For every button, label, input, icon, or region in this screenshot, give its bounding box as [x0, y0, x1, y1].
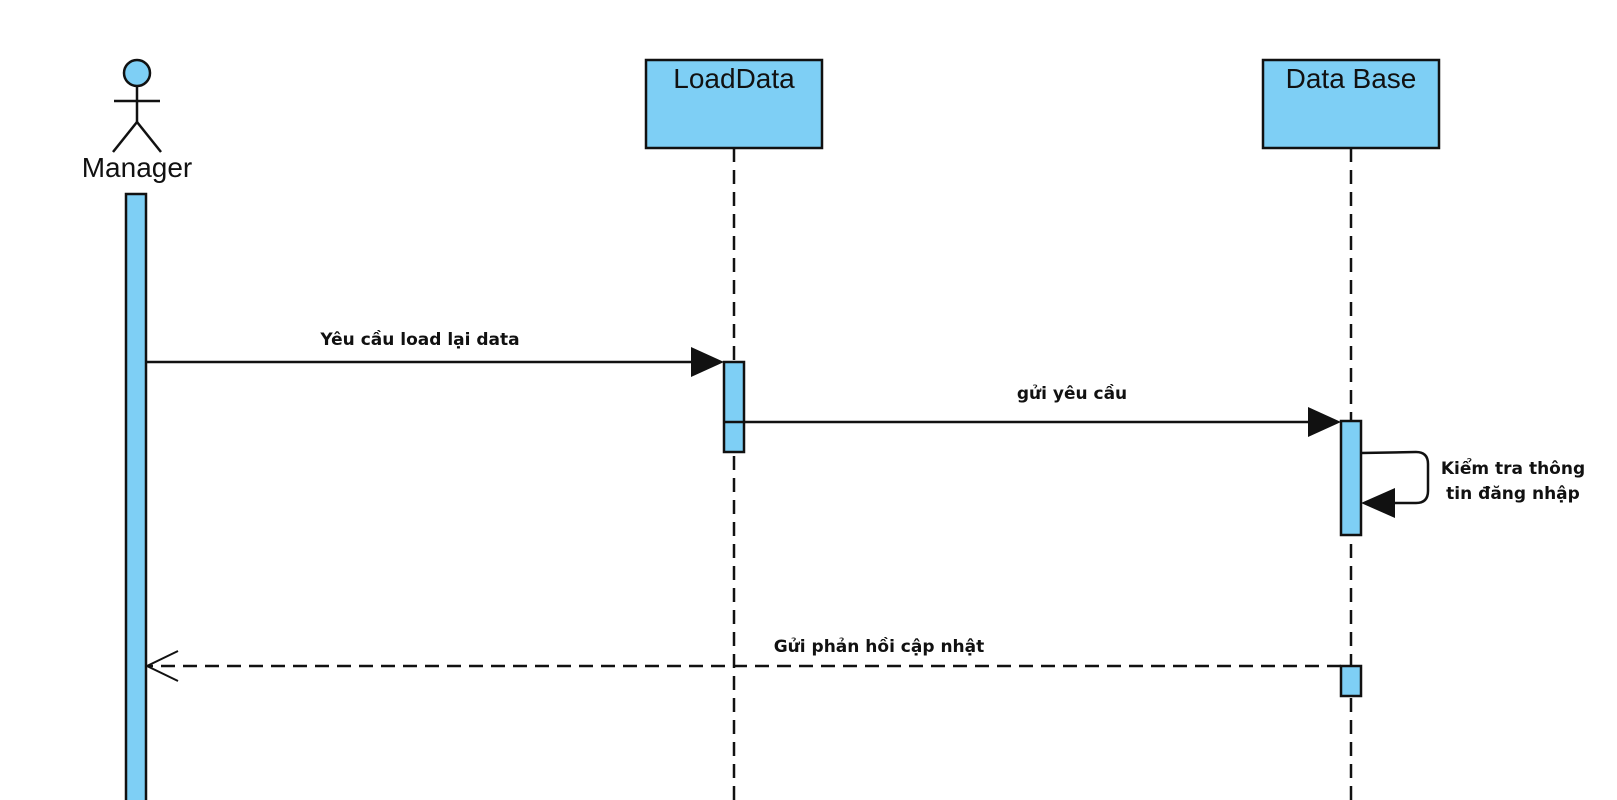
- lifeline-database[interactable]: Data Base: [1261, 58, 1441, 150]
- lifeline-head-box: [1261, 58, 1441, 150]
- database-activation-bar: [1339, 419, 1363, 537]
- message-return-update-response[interactable]: Gửi phản hồi cập nhật: [144, 636, 1341, 682]
- message-label: Yêu cầu load lại data: [319, 329, 519, 350]
- lifeline-head-box: [644, 58, 824, 150]
- loaddata-activation-bar: [722, 360, 746, 454]
- message-send-request[interactable]: gửi yêu cầu: [724, 383, 1341, 437]
- self-call-loop-line: [1360, 450, 1430, 505]
- message-label-line1: Kiểm tra thông: [1441, 457, 1585, 479]
- lifeline-title: Data Base: [1286, 63, 1417, 94]
- message-label: Gửi phản hồi cập nhật: [774, 636, 985, 657]
- arrowhead-filled-icon: [1308, 407, 1341, 437]
- message-request-reload[interactable]: Yêu cầu load lại data: [146, 329, 724, 377]
- database-return-activation-bar: [1339, 664, 1363, 698]
- actor-name: Manager: [82, 152, 193, 183]
- stick-figure-icon: [112, 58, 162, 153]
- manager-activation-bar: [124, 192, 148, 800]
- arrowhead-filled-icon: [691, 347, 724, 377]
- actor-manager[interactable]: Manager: [82, 58, 193, 183]
- message-label: gửi yêu cầu: [1017, 383, 1127, 404]
- arrowhead-filled-icon: [1361, 488, 1395, 518]
- message-label-line2: tin đăng nhập: [1446, 484, 1580, 504]
- lifeline-title: LoadData: [673, 63, 795, 94]
- arrowhead-open-icon: [144, 650, 179, 682]
- message-self-check-login[interactable]: Kiểm tra thông tin đăng nhập: [1360, 450, 1585, 518]
- lifeline-loaddata[interactable]: LoadData: [644, 58, 824, 150]
